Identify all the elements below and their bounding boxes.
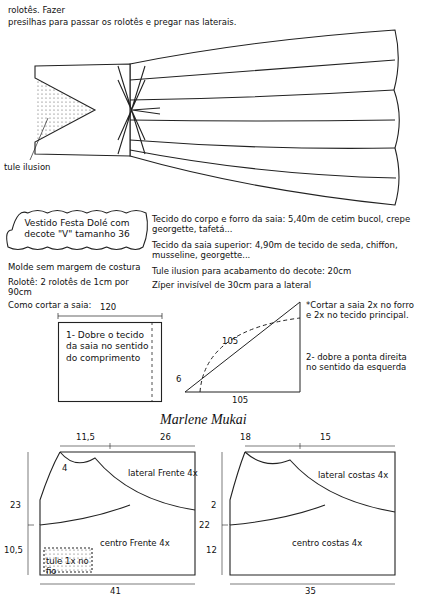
piece-name: centro Frente 4x <box>100 538 170 548</box>
piece-name: tule 1x no fio <box>46 556 90 576</box>
dimension: 35 <box>305 586 316 596</box>
dimension: 12 <box>206 545 217 555</box>
back-pattern-pieces <box>222 443 395 584</box>
part-name: tule ilusion <box>4 162 51 172</box>
dress-sketch <box>30 30 399 205</box>
fabric-note: Zíper invisível de 30cm para a lateral <box>152 280 311 290</box>
dimension: 22 <box>199 520 210 530</box>
dimension: 6 <box>176 374 181 384</box>
instruction-text: 1- Dobre o tecido da saia no sentido do … <box>66 330 154 364</box>
section-heading: Como cortar a saia: <box>8 300 91 310</box>
dimension: 105 <box>222 336 238 346</box>
fabric-note: Tecido da saia superior: 4,90m de tecido… <box>152 240 417 260</box>
piece-name: centro costas 4x <box>292 538 362 548</box>
piece-name: lateral costas 4x <box>318 470 388 480</box>
fold-step: 2- dobre a ponta direita no sentido da e… <box>306 352 418 372</box>
note: rolotês. Fazer <box>8 5 65 15</box>
dimension: 120 <box>100 302 116 312</box>
cut-note: *Cortar a saia 2x no forro e 2x no tecid… <box>306 300 418 320</box>
dimension: 15 <box>320 432 331 442</box>
fold-box: 1- Dobre o tecido da saia no sentido do … <box>58 322 162 402</box>
title-cloud: Vestido Festa Dolé com decote "V" tamanh… <box>8 210 146 250</box>
signature: Marlene Mukai <box>160 412 247 429</box>
dimension: 41 <box>110 586 121 596</box>
front-pattern-pieces <box>28 443 195 584</box>
note: Rolotê: 2 rolotês de 1cm por 90cm <box>8 277 148 297</box>
piece-name: lateral Frente 4x <box>128 468 198 478</box>
dimension: 23 <box>10 500 21 510</box>
note: Molde sem margem de costura <box>8 262 140 272</box>
dimension: 26 <box>160 432 171 442</box>
fabric-note: Tule ilusion para acabamento do decote: … <box>152 266 351 276</box>
dimension: 10,5 <box>4 545 23 555</box>
dimension: 2 <box>211 500 216 510</box>
dimension: 11,5 <box>76 432 95 442</box>
fabric-note: Tecido do corpo e forro da saia: 5,40m d… <box>152 214 417 234</box>
dimension: 4 <box>62 463 67 473</box>
dimension: 105 <box>232 395 248 405</box>
note: presilhas para passar os rolotês e prega… <box>8 17 237 27</box>
dimension: 18 <box>240 432 251 442</box>
title-text: Vestido Festa Dolé com decote "V" tamanh… <box>22 218 132 241</box>
